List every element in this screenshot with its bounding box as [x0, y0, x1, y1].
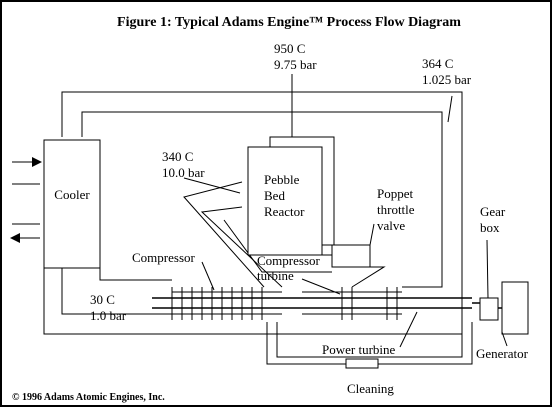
exhaust-leader	[447, 95, 453, 123]
reactor-outlet-pressure: 9.75 bar	[274, 57, 317, 72]
compressor-turbine-label-line2: turbine	[257, 268, 294, 283]
reactor-label-line1: Pebble	[264, 172, 300, 187]
cooler-lower-return-pipe	[61, 268, 172, 315]
cleaning-loop-inner	[276, 322, 463, 358]
gear-box-leader	[486, 239, 489, 299]
reactor-label-line3: Reactor	[264, 204, 305, 219]
reactor-return-pipe	[223, 219, 332, 273]
cleaning-filter	[345, 358, 379, 369]
cleaning-label: Cleaning	[347, 381, 394, 396]
compressor-turbine-label-line1: Compressor	[257, 253, 321, 268]
generator-label: Generator	[476, 346, 529, 361]
reactor-label-line2: Bed	[264, 188, 285, 203]
compressor-outlet-temp: 340 C	[162, 149, 193, 164]
gear-box	[479, 297, 499, 321]
reactor-outlet-temp: 950 C	[274, 41, 305, 56]
exhaust-return-inner-pipe	[81, 111, 443, 288]
compressor-outlet-pressure: 10.0 bar	[162, 165, 205, 180]
compressor-inlet-temp: 30 C	[90, 292, 115, 307]
power-turbine-leader	[399, 311, 418, 348]
cooler-box	[43, 139, 101, 269]
poppet-valve-box	[331, 244, 371, 268]
valve-to-turbine-pipe	[351, 266, 386, 288]
power-turbine-label: Power turbine	[322, 342, 396, 357]
cooler-to-compressor-pipe	[99, 254, 172, 281]
compressor-turbine-leader	[301, 278, 341, 295]
exhaust-pressure: 1.025 bar	[422, 72, 472, 87]
compressor-to-reactor-pipe-a	[183, 181, 265, 288]
poppet-valve-label-line2: throttle	[377, 202, 415, 217]
exhaust-return-outer-pipe	[43, 91, 463, 335]
gear-box-label-line1: Gear	[480, 204, 506, 219]
copyright-notice: © 1996 Adams Atomic Engines, Inc.	[12, 392, 165, 403]
coolant-out-arrow-icon	[10, 233, 20, 243]
cooler-label: Cooler	[54, 187, 90, 202]
compressor-label: Compressor	[132, 250, 196, 265]
coolant-in-arrow-icon	[32, 157, 42, 167]
compressor-leader	[201, 261, 215, 291]
generator-leader	[501, 331, 508, 347]
valve-leader	[369, 223, 375, 246]
poppet-valve-label-line1: Poppet	[377, 186, 414, 201]
compressor-to-reactor-pipe-b	[200, 206, 283, 288]
gear-box-label-line2: box	[480, 220, 500, 235]
exhaust-temp: 364 C	[422, 56, 453, 71]
diagram-title: Figure 1: Typical Adams Engine™ Process …	[117, 15, 461, 30]
poppet-valve-label-line3: valve	[377, 218, 405, 233]
generator-box	[501, 281, 529, 335]
reactor-vessel	[247, 146, 323, 256]
compressor-inlet-pressure: 1.0 bar	[90, 308, 127, 323]
compressor-outlet-leader	[183, 177, 241, 194]
